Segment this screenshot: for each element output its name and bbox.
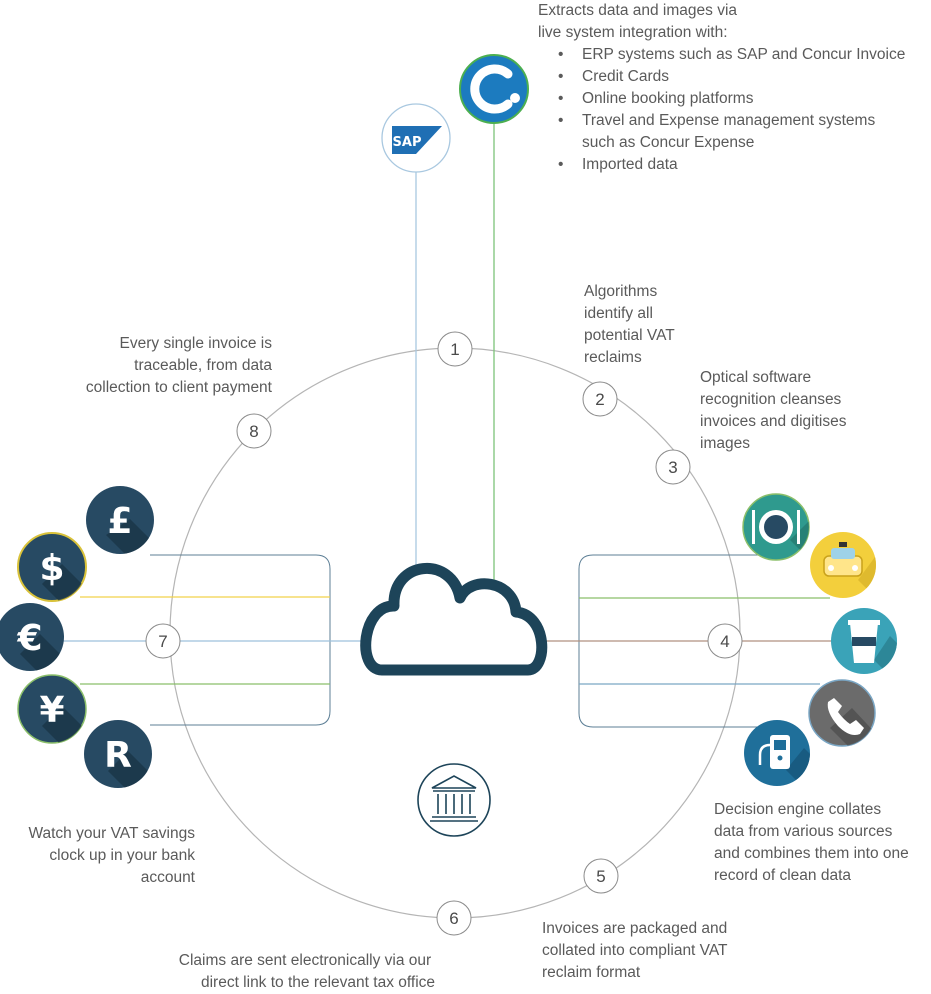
step-7-badge: 7 xyxy=(145,623,181,659)
rand-icon: R xyxy=(84,720,152,788)
taxi-icon xyxy=(810,532,876,598)
svg-text:6: 6 xyxy=(449,909,458,928)
concur-logo xyxy=(459,54,529,124)
coffee-cup-icon xyxy=(831,608,897,674)
integration-intro-line1: Extracts data and images via xyxy=(538,2,738,19)
svg-text:8: 8 xyxy=(249,422,258,441)
svg-text:5: 5 xyxy=(596,867,605,886)
list-item: Credit Cards xyxy=(538,66,930,88)
step-4-description: Decision engine collates data from vario… xyxy=(714,801,909,884)
step-badges: 1 2 3 4 5 6 7 8 xyxy=(145,331,743,936)
step-7-description: Watch your VAT savings clock up in your … xyxy=(28,825,195,886)
step-1-description: Algorithms identify all potential VAT re… xyxy=(584,283,675,366)
step-6-badge: 6 xyxy=(436,900,472,936)
integration-description: Extracts data and images via live system… xyxy=(538,0,930,176)
step-8-description: Every single invoice is traceable, from … xyxy=(85,335,272,396)
expense-icons xyxy=(742,493,897,786)
step-2-badge: 2 xyxy=(582,381,618,417)
plate-cutlery-icon xyxy=(742,493,810,561)
svg-text:3: 3 xyxy=(668,458,677,477)
step-2-description: Optical software recognition cleanses in… xyxy=(700,369,847,452)
svg-text:$: $ xyxy=(39,548,64,589)
sap-logo: SAP xyxy=(381,103,451,173)
svg-text:¥: ¥ xyxy=(39,690,64,731)
sap-logo-text: SAP xyxy=(393,135,422,150)
step-5-description: Invoices are packaged and collated into … xyxy=(542,920,728,981)
cloud-icon xyxy=(360,562,548,676)
step-1-badge: 1 xyxy=(437,331,473,367)
svg-text:£: £ xyxy=(107,501,132,542)
svg-text:7: 7 xyxy=(158,632,167,651)
step-6-description: Claims are sent electronically via our d… xyxy=(178,952,436,991)
list-item: Online booking platforms xyxy=(538,88,930,110)
step-5-badge: 5 xyxy=(583,858,619,894)
phone-icon xyxy=(808,679,876,747)
step-3-badge: 3 xyxy=(655,449,691,485)
expense-connectors xyxy=(544,554,840,728)
euro-icon: € xyxy=(0,603,64,671)
list-item-continuation: such as Concur Expense xyxy=(582,134,755,151)
currency-icons: £ $ € ¥ R xyxy=(0,486,154,788)
svg-text:€: € xyxy=(16,618,42,659)
svg-text:4: 4 xyxy=(720,632,729,651)
step-8-badge: 8 xyxy=(236,413,272,449)
list-item: Travel and Expense management systems xyxy=(538,110,930,132)
svg-text:R: R xyxy=(104,735,132,776)
svg-text:2: 2 xyxy=(595,390,604,409)
integration-sources-list: ERP systems such as SAP and Concur Invoi… xyxy=(538,44,930,176)
list-item: Imported data xyxy=(538,154,930,176)
dollar-icon: $ xyxy=(17,532,87,602)
fuel-pump-icon xyxy=(744,720,810,786)
pound-icon: £ xyxy=(86,486,154,554)
svg-text:1: 1 xyxy=(450,340,459,359)
step-4-badge: 4 xyxy=(707,623,743,659)
list-item: ERP systems such as SAP and Concur Invoi… xyxy=(538,44,930,66)
yen-icon: ¥ xyxy=(17,674,87,744)
integration-intro-line2: live system integration with: xyxy=(538,24,728,41)
bank-icon xyxy=(417,763,491,837)
currency-connectors xyxy=(62,554,368,726)
